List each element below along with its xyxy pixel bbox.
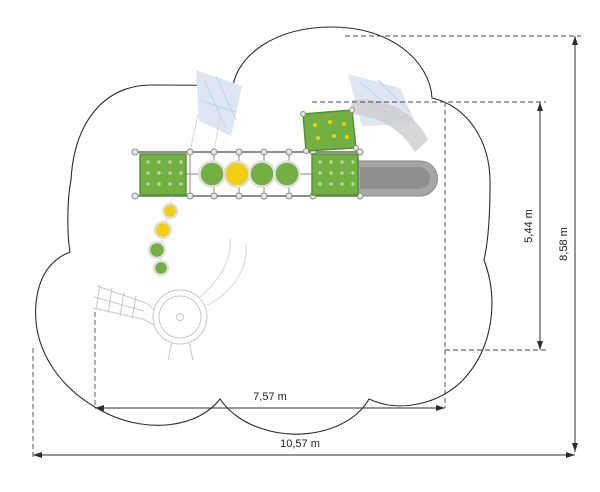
arrowhead-bottom-icon [572, 443, 578, 452]
arrowhead-top-icon [537, 102, 543, 111]
stepping-pod [161, 202, 179, 220]
arrowhead-right-icon [566, 452, 575, 458]
climbing-wall-right [311, 153, 359, 196]
wall-dots [318, 160, 355, 186]
bridge-beam [131, 148, 364, 200]
slide [350, 99, 438, 197]
arrowhead-left-icon [33, 452, 42, 458]
arrowhead-left-icon [95, 405, 104, 411]
dimension-label-outer-height: 8,58 m [558, 227, 570, 261]
arrowhead-bottom-icon [537, 341, 543, 350]
arrowhead-top-icon [572, 36, 578, 45]
dimension-inner-height: 5,44 m [523, 102, 543, 350]
dimension-label-inner-width: 7,57 m [253, 391, 287, 403]
climbing-wall-left [139, 153, 187, 196]
stepping-pods [147, 202, 179, 277]
climbing-panel-top [300, 107, 359, 154]
dimension-outer-height: 8,58 m [558, 36, 578, 452]
slide-channel [360, 167, 430, 189]
dimension-label-inner-height: 5,44 m [523, 209, 535, 243]
net-watermark-left [196, 70, 242, 136]
stepping-pod [153, 220, 173, 240]
beam-pod [198, 160, 226, 188]
beam-pods [198, 160, 301, 188]
wall-dots [146, 160, 183, 186]
extension-lines [32, 35, 581, 459]
safety-area-outline [35, 26, 493, 435]
dimension-outer-width: 10,57 m [33, 438, 575, 458]
slide-entry-curve [350, 99, 428, 152]
arrowhead-right-icon [436, 405, 445, 411]
beam-pod [223, 160, 251, 188]
stepping-pod [152, 259, 170, 277]
stepping-pod [147, 240, 167, 260]
beam-pod [273, 160, 301, 188]
dimension-inner-width: 7,57 m [95, 391, 445, 411]
dimension-label-outer-width: 10,57 m [280, 438, 320, 450]
panel-grip-dots [313, 120, 349, 140]
beam-pod [248, 160, 276, 188]
beam-posts [131, 148, 364, 200]
